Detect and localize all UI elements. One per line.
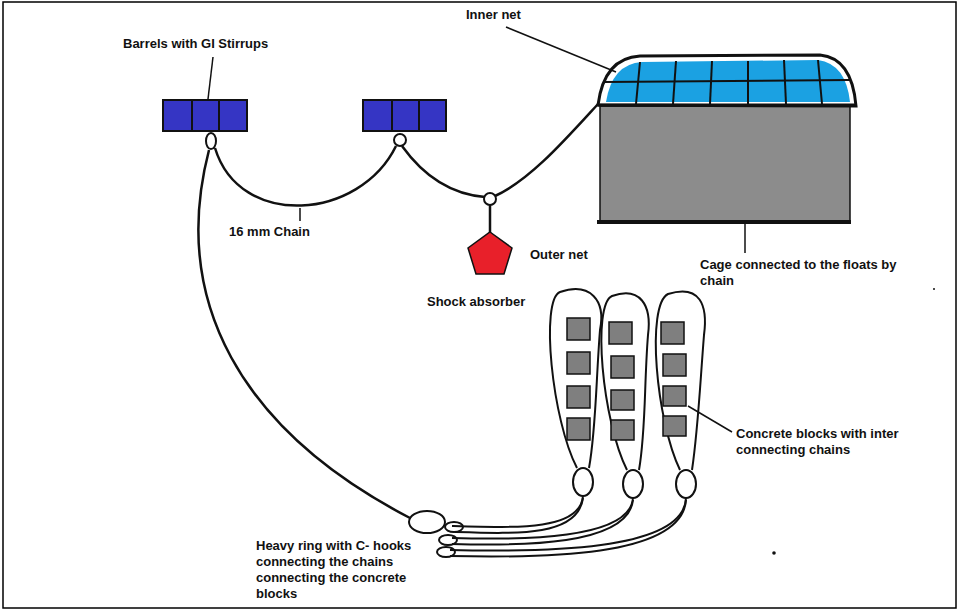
chain <box>452 498 633 539</box>
barrel-divider <box>418 100 420 131</box>
leader-lines <box>208 27 745 432</box>
leader-line <box>744 224 746 253</box>
outer-net <box>600 106 850 222</box>
cage-collar <box>598 55 856 106</box>
leader-line <box>506 27 616 72</box>
part-label: 16 mm Chain <box>229 224 310 240</box>
concrete-blocks <box>567 318 686 440</box>
chain <box>450 498 686 551</box>
chain <box>450 500 686 557</box>
net-line <box>710 61 712 104</box>
chain-link <box>573 468 593 496</box>
net-grid <box>604 60 850 104</box>
leader-line <box>299 208 301 221</box>
c-hook <box>437 547 455 557</box>
net-line <box>604 80 850 82</box>
stirrup-loop <box>394 134 406 146</box>
part-label: Heavy ring with C- hooks connecting the … <box>256 538 426 602</box>
part-label: Barrels with GI Stirrups <box>123 36 268 52</box>
chain <box>495 104 598 196</box>
concrete-block <box>567 352 590 374</box>
net-line <box>784 60 786 104</box>
leader-line <box>208 57 213 99</box>
chain <box>215 146 396 206</box>
barrel-divider <box>218 100 220 131</box>
concrete-block <box>567 418 590 440</box>
chain <box>489 205 492 233</box>
concrete-block <box>567 386 590 408</box>
barrel-float <box>363 100 446 146</box>
cage-bottom <box>597 220 851 224</box>
chain <box>452 500 633 545</box>
concrete-block <box>611 356 634 378</box>
barrel-divider <box>191 100 193 131</box>
concrete-block <box>611 420 634 440</box>
speck <box>772 551 776 555</box>
c-hook <box>439 535 457 545</box>
part-label: Cage connected to the floats by chain <box>700 257 910 289</box>
shock-absorber <box>468 232 512 274</box>
barrel <box>163 100 247 131</box>
barrel <box>363 100 446 131</box>
concrete-block <box>663 416 686 436</box>
chain-link <box>676 470 696 498</box>
chain-ring <box>484 193 496 205</box>
concrete-block <box>661 322 684 344</box>
concrete-block <box>611 390 634 410</box>
stirrup-loop <box>206 133 216 149</box>
speck <box>933 288 935 290</box>
part-label: Outer net <box>530 247 588 263</box>
chain-loop <box>601 293 648 470</box>
part-label: Shock absorber <box>427 294 525 310</box>
concrete-block <box>663 386 686 406</box>
chain-link <box>623 470 643 498</box>
chain <box>198 150 410 518</box>
net-line <box>747 61 749 104</box>
concrete-block <box>663 354 686 376</box>
part-label: Inner net <box>466 7 521 23</box>
chain-loop <box>550 289 601 468</box>
leader-line <box>688 406 732 432</box>
block-loops <box>550 289 705 498</box>
barrel-divider <box>391 100 393 131</box>
heavy-ring <box>409 511 445 533</box>
net-line <box>818 60 822 104</box>
net-line <box>636 62 640 104</box>
barrel-float <box>163 100 247 149</box>
c-hook <box>445 522 463 532</box>
frame <box>3 2 956 608</box>
ring-chains <box>450 496 686 557</box>
concrete-block <box>567 318 590 340</box>
chain <box>402 146 485 197</box>
part-label: Concrete blocks with inter connecting ch… <box>736 426 946 458</box>
net-line <box>673 61 676 104</box>
chain <box>455 498 583 533</box>
concrete-block <box>609 322 632 344</box>
cage-collar <box>598 104 856 107</box>
chain-loop <box>656 291 705 470</box>
